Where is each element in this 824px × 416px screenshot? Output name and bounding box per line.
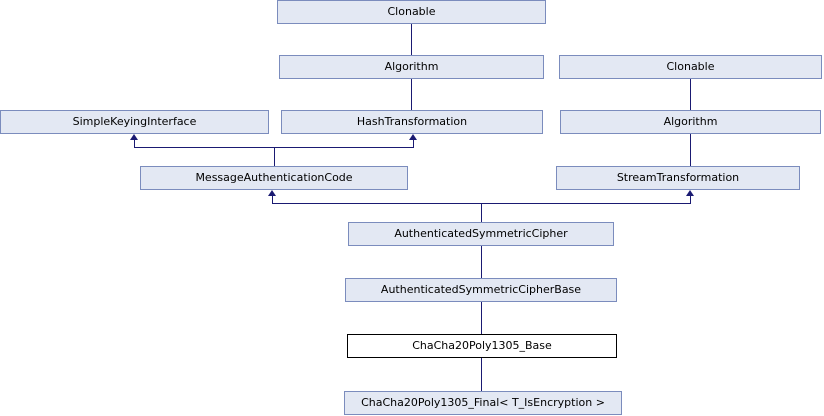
class-node-messageauthenticationcode[interactable]: MessageAuthenticationCode — [140, 166, 408, 190]
edge-ascbase-to-asc — [481, 246, 482, 278]
class-node-streamtransformation[interactable]: StreamTransformation — [556, 166, 800, 190]
edge-mac-crossbar — [134, 147, 414, 148]
edge-algorithm-to-clonable-top — [411, 24, 412, 55]
class-node-chacha20poly1305-base[interactable]: ChaCha20Poly1305_Base — [347, 334, 617, 358]
class-node-authenticatedsymmetriccipherbase[interactable]: AuthenticatedSymmetricCipherBase — [345, 278, 617, 302]
class-node-chacha20poly1305-final[interactable]: ChaCha20Poly1305_Final< T_IsEncryption > — [344, 391, 622, 415]
arrowhead-messageauthenticationcode — [268, 190, 276, 196]
arrowhead-streamtransformation — [686, 190, 694, 196]
class-node-algorithm-right[interactable]: Algorithm — [560, 110, 821, 134]
edge-hashtransformation-to-algorithm — [411, 79, 412, 110]
edge-algorithm-right-to-clonable-right — [690, 79, 691, 110]
edge-mac-stem — [274, 147, 275, 166]
edge-chacha-base-to-ascbase — [481, 302, 482, 334]
edge-mac-to-hashtransformation — [413, 140, 414, 148]
arrowhead-hashtransformation — [409, 134, 417, 140]
class-node-hashtransformation[interactable]: HashTransformation — [281, 110, 543, 134]
class-node-clonable-top[interactable]: Clonable — [277, 0, 546, 24]
edge-chacha-final-to-chacha-base — [481, 358, 482, 391]
edge-asc-to-streamtransformation — [690, 196, 691, 204]
class-node-simplekeyinginterface[interactable]: SimpleKeyingInterface — [0, 110, 269, 134]
edge-streamtransformation-to-algorithm-right — [690, 134, 691, 166]
class-node-algorithm-left[interactable]: Algorithm — [279, 55, 544, 79]
arrowhead-simplekeyinginterface — [130, 134, 138, 140]
class-node-clonable-right[interactable]: Clonable — [559, 55, 822, 79]
edge-mac-to-simplekeying — [134, 140, 135, 148]
edge-asc-crossbar — [272, 203, 691, 204]
class-node-authenticatedsymmetriccipher[interactable]: AuthenticatedSymmetricCipher — [348, 222, 614, 246]
edge-asc-stem — [481, 203, 482, 222]
edge-asc-to-mac — [272, 196, 273, 204]
